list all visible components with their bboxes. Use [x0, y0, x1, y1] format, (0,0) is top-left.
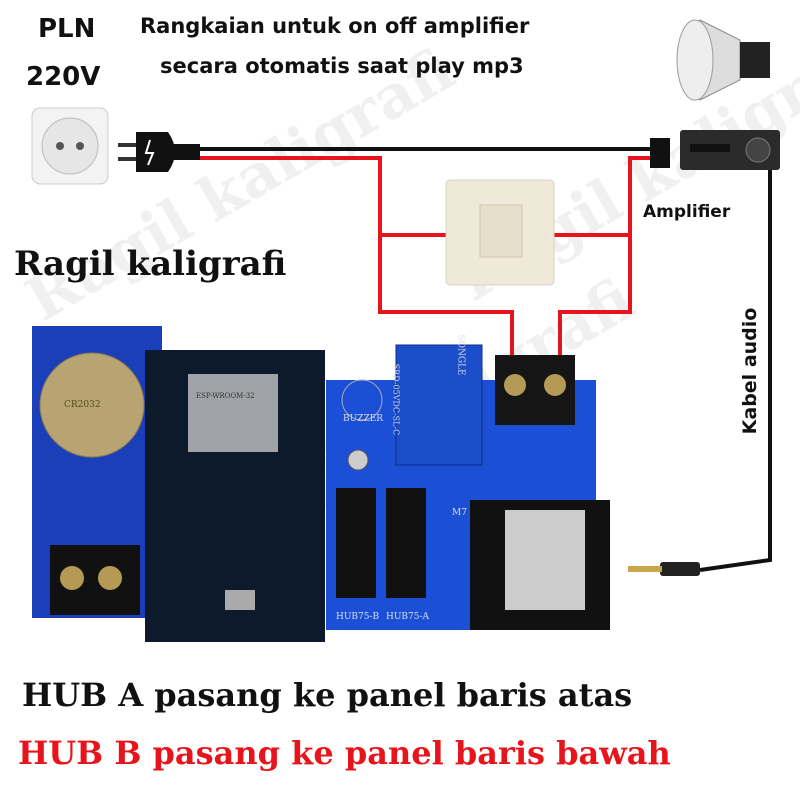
- relay-model-label: SRD-05VDC-SL-C: [391, 363, 401, 436]
- audio-cable-label: Kabel audio: [739, 307, 761, 435]
- relay: [395, 344, 483, 466]
- esp32-module: [188, 374, 278, 452]
- amplifier-label: Amplifier: [643, 202, 731, 222]
- m7-label: M7: [452, 508, 467, 518]
- amplifier-plug-icon: [650, 138, 670, 168]
- audio-cable: [699, 170, 772, 572]
- relay-brand-label: SONGLE: [455, 334, 466, 376]
- pln-label: PLN: [38, 14, 96, 44]
- wall-switch-icon: [445, 179, 555, 286]
- title-line-1: Rangkaian untuk on off amplifier: [140, 14, 530, 38]
- coin-battery: [39, 352, 145, 458]
- usb-port: [225, 590, 255, 610]
- brand-name: Ragil kaligrafi: [14, 244, 287, 284]
- audio-jack-icon: [628, 562, 700, 576]
- hub-a-note: HUB A pasang ke panel baris atas: [22, 676, 633, 714]
- buzzer-label: BUZZER: [343, 414, 384, 424]
- power-plug-icon: [118, 132, 200, 172]
- battery-label: CR2032: [64, 400, 101, 410]
- title-line-2: secara otomatis saat play mp3: [160, 54, 524, 78]
- red-wire-left: [200, 156, 514, 380]
- sd-card-slot: [505, 510, 585, 610]
- hub-b-label: HUB75-B: [336, 612, 380, 622]
- esp-label: ESP-WROOM-32: [196, 392, 255, 400]
- hub75-a-connector: [386, 488, 426, 598]
- amplifier-icon: [680, 130, 780, 170]
- megaphone-icon: [676, 19, 770, 101]
- controller-board: [32, 326, 610, 642]
- hub75-b-connector: [336, 488, 376, 598]
- hub-b-note: HUB B pasang ke panel baris bawah: [18, 734, 671, 772]
- wall-socket-icon: [31, 107, 109, 185]
- voltage-label: 220V: [26, 62, 101, 92]
- hub-a-label: HUB75-A: [386, 612, 430, 622]
- red-wire-right: [558, 156, 650, 380]
